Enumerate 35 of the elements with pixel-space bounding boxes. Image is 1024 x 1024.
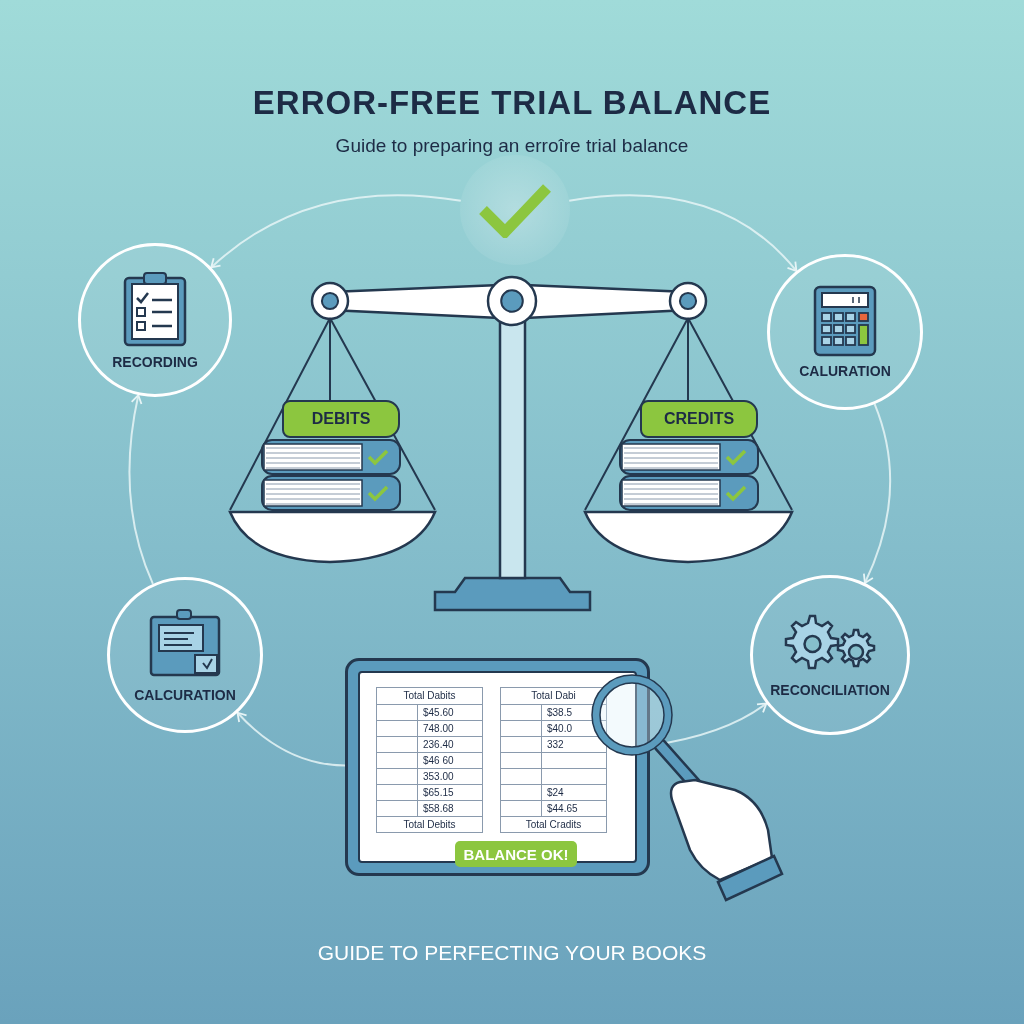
status-badge — [455, 841, 577, 867]
cycle-arrow — [568, 194, 798, 272]
cycle-arrow — [128, 394, 154, 585]
step-label: RECORDING — [112, 354, 198, 370]
cycle-arrow — [236, 711, 346, 767]
table-heading: Total Dabits — [403, 690, 456, 701]
amount-text: 236.40 — [423, 739, 454, 750]
amount-text: $24 — [547, 787, 564, 798]
monitor — [345, 658, 650, 876]
step-label: RECONCILIATION — [770, 682, 890, 698]
subtitle: Guide to preparing an erroîre trial balance — [334, 135, 690, 157]
cycle-arrow — [210, 194, 462, 269]
book-label — [640, 400, 758, 438]
book-title: CREDITS — [663, 410, 735, 428]
amount-text: 332 — [547, 739, 564, 750]
book-title: DEBITS — [311, 410, 371, 428]
table-heading: Total Cradits — [525, 819, 582, 830]
book-label — [282, 400, 400, 438]
amount-text: $65.15 — [423, 787, 454, 798]
amount-text: $45.60 — [423, 707, 454, 718]
amount-text: $58.68 — [423, 803, 454, 814]
amount-text: $46 60 — [423, 755, 454, 766]
amount-text: $44.65 — [547, 803, 578, 814]
table-heading: Total Dabi — [531, 690, 576, 701]
amount-text: $40.0 — [547, 723, 573, 734]
step-label: CALCURATION — [134, 687, 236, 703]
table-heading: Total Debits — [403, 819, 456, 830]
amount-text: 748.00 — [423, 723, 454, 734]
step-label: CALURATION — [799, 363, 891, 379]
title: ERROR-FREE TRIAL BALANCE — [251, 84, 773, 122]
amount-text: 353.00 — [423, 771, 454, 782]
cycle-arrow — [862, 403, 892, 584]
caption: GUIDE TO PERFECTING YOUR BOOKS — [316, 941, 708, 965]
status-text: BALANCE OK! — [463, 845, 569, 863]
amount-text: $38.5 — [547, 707, 573, 718]
